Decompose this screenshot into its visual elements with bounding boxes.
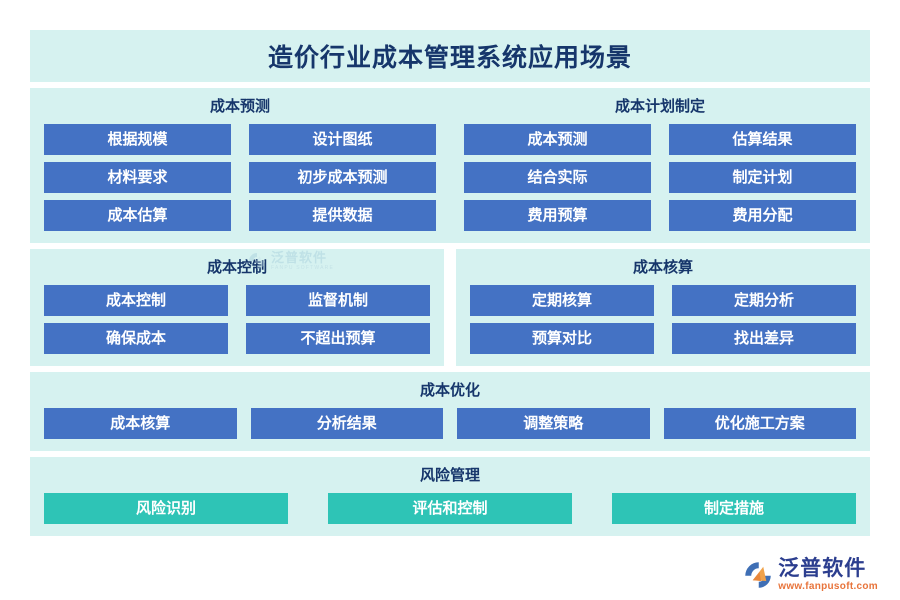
chip-cost-control-0[interactable]: 成本控制 (44, 285, 228, 316)
chip-cost-plan-5[interactable]: 费用分配 (669, 200, 856, 231)
chip-cost-accounting-1[interactable]: 定期分析 (672, 285, 856, 316)
chip-risk-management-0[interactable]: 风险识别 (44, 493, 288, 524)
section-risk-management: 风险管理 风险识别 评估和控制 制定措施 (30, 457, 870, 536)
chip-grid-cost-optimization: 成本核算 分析结果 调整策略 优化施工方案 (44, 408, 856, 439)
chip-cost-forecast-0[interactable]: 根据规模 (44, 124, 231, 155)
chip-cost-plan-0[interactable]: 成本预测 (464, 124, 651, 155)
section-title-risk-management: 风险管理 (419, 467, 480, 484)
chip-cost-forecast-3[interactable]: 初步成本预测 (249, 162, 436, 193)
section-cost-forecast: 成本预测 根据规模 设计图纸 材料要求 初步成本预测 成本估算 提供数据 (30, 88, 450, 243)
brand-logo: 泛普软件 www.fanpusoft.com (743, 558, 878, 592)
page-title-banner: 造价行业成本管理系统应用场景 (30, 30, 870, 82)
section-title-cost-accounting: 成本核算 (632, 259, 693, 276)
chip-grid-cost-accounting: 定期核算 定期分析 预算对比 找出差异 (470, 285, 856, 354)
chip-cost-control-2[interactable]: 确保成本 (44, 323, 228, 354)
chip-cost-optimization-3[interactable]: 优化施工方案 (663, 408, 856, 439)
chip-cost-optimization-2[interactable]: 调整策略 (457, 408, 650, 439)
chip-cost-optimization-0[interactable]: 成本核算 (44, 408, 237, 439)
chip-cost-plan-1[interactable]: 估算结果 (669, 124, 856, 155)
section-cost-accounting: 成本核算 定期核算 定期分析 预算对比 找出差异 (456, 249, 870, 366)
chip-cost-optimization-1[interactable]: 分析结果 (250, 408, 443, 439)
section-title-cost-optimization: 成本优化 (419, 382, 480, 399)
page-title: 造价行业成本管理系统应用场景 (267, 44, 632, 72)
section-title-cost-control: 成本控制 (206, 259, 267, 276)
chip-cost-accounting-2[interactable]: 预算对比 (470, 323, 654, 354)
chip-cost-plan-2[interactable]: 结合实际 (464, 162, 651, 193)
brand-url: www.fanpusoft.com (778, 581, 878, 592)
chip-grid-cost-forecast: 根据规模 设计图纸 材料要求 初步成本预测 成本估算 提供数据 (44, 124, 436, 231)
brand-logo-text: 泛普软件 www.fanpusoft.com (778, 558, 878, 592)
section-cost-plan: 成本计划制定 成本预测 估算结果 结合实际 制定计划 费用预算 费用分配 (450, 88, 870, 243)
chip-cost-control-1[interactable]: 监督机制 (246, 285, 430, 316)
chip-grid-risk-management: 风险识别 评估和控制 制定措施 (44, 493, 856, 524)
chip-cost-control-3[interactable]: 不超出预算 (246, 323, 430, 354)
chip-risk-management-1[interactable]: 评估和控制 (328, 493, 572, 524)
section-row-2: 成本控制 泛普软件 FANPU SOFTWARE 成本控制 监督机制 确保成本 … (30, 249, 870, 366)
chip-grid-cost-plan: 成本预测 估算结果 结合实际 制定计划 费用预算 费用分配 (464, 124, 856, 231)
chip-cost-plan-4[interactable]: 费用预算 (464, 200, 651, 231)
section-title-cost-forecast: 成本预测 (209, 98, 270, 115)
fanpu-logo-icon (745, 562, 772, 588)
section-cost-control: 成本控制 泛普软件 FANPU SOFTWARE 成本控制 监督机制 确保成本 … (30, 249, 444, 366)
chip-cost-accounting-3[interactable]: 找出差异 (672, 323, 856, 354)
chip-cost-forecast-2[interactable]: 材料要求 (44, 162, 231, 193)
section-cost-optimization: 成本优化 成本核算 分析结果 调整策略 优化施工方案 (30, 372, 870, 451)
section-row-1: 成本预测 根据规模 设计图纸 材料要求 初步成本预测 成本估算 提供数据 成本计… (30, 88, 870, 243)
chip-cost-plan-3[interactable]: 制定计划 (669, 162, 856, 193)
section-title-cost-plan: 成本计划制定 (614, 98, 705, 115)
chip-cost-forecast-1[interactable]: 设计图纸 (249, 124, 436, 155)
chip-grid-cost-control: 成本控制 监督机制 确保成本 不超出预算 (44, 285, 430, 354)
chip-cost-accounting-0[interactable]: 定期核算 (470, 285, 654, 316)
chip-cost-forecast-5[interactable]: 提供数据 (249, 200, 436, 231)
chip-risk-management-2[interactable]: 制定措施 (612, 493, 856, 524)
chip-cost-forecast-4[interactable]: 成本估算 (44, 200, 231, 231)
brand-name: 泛普软件 (778, 557, 867, 580)
